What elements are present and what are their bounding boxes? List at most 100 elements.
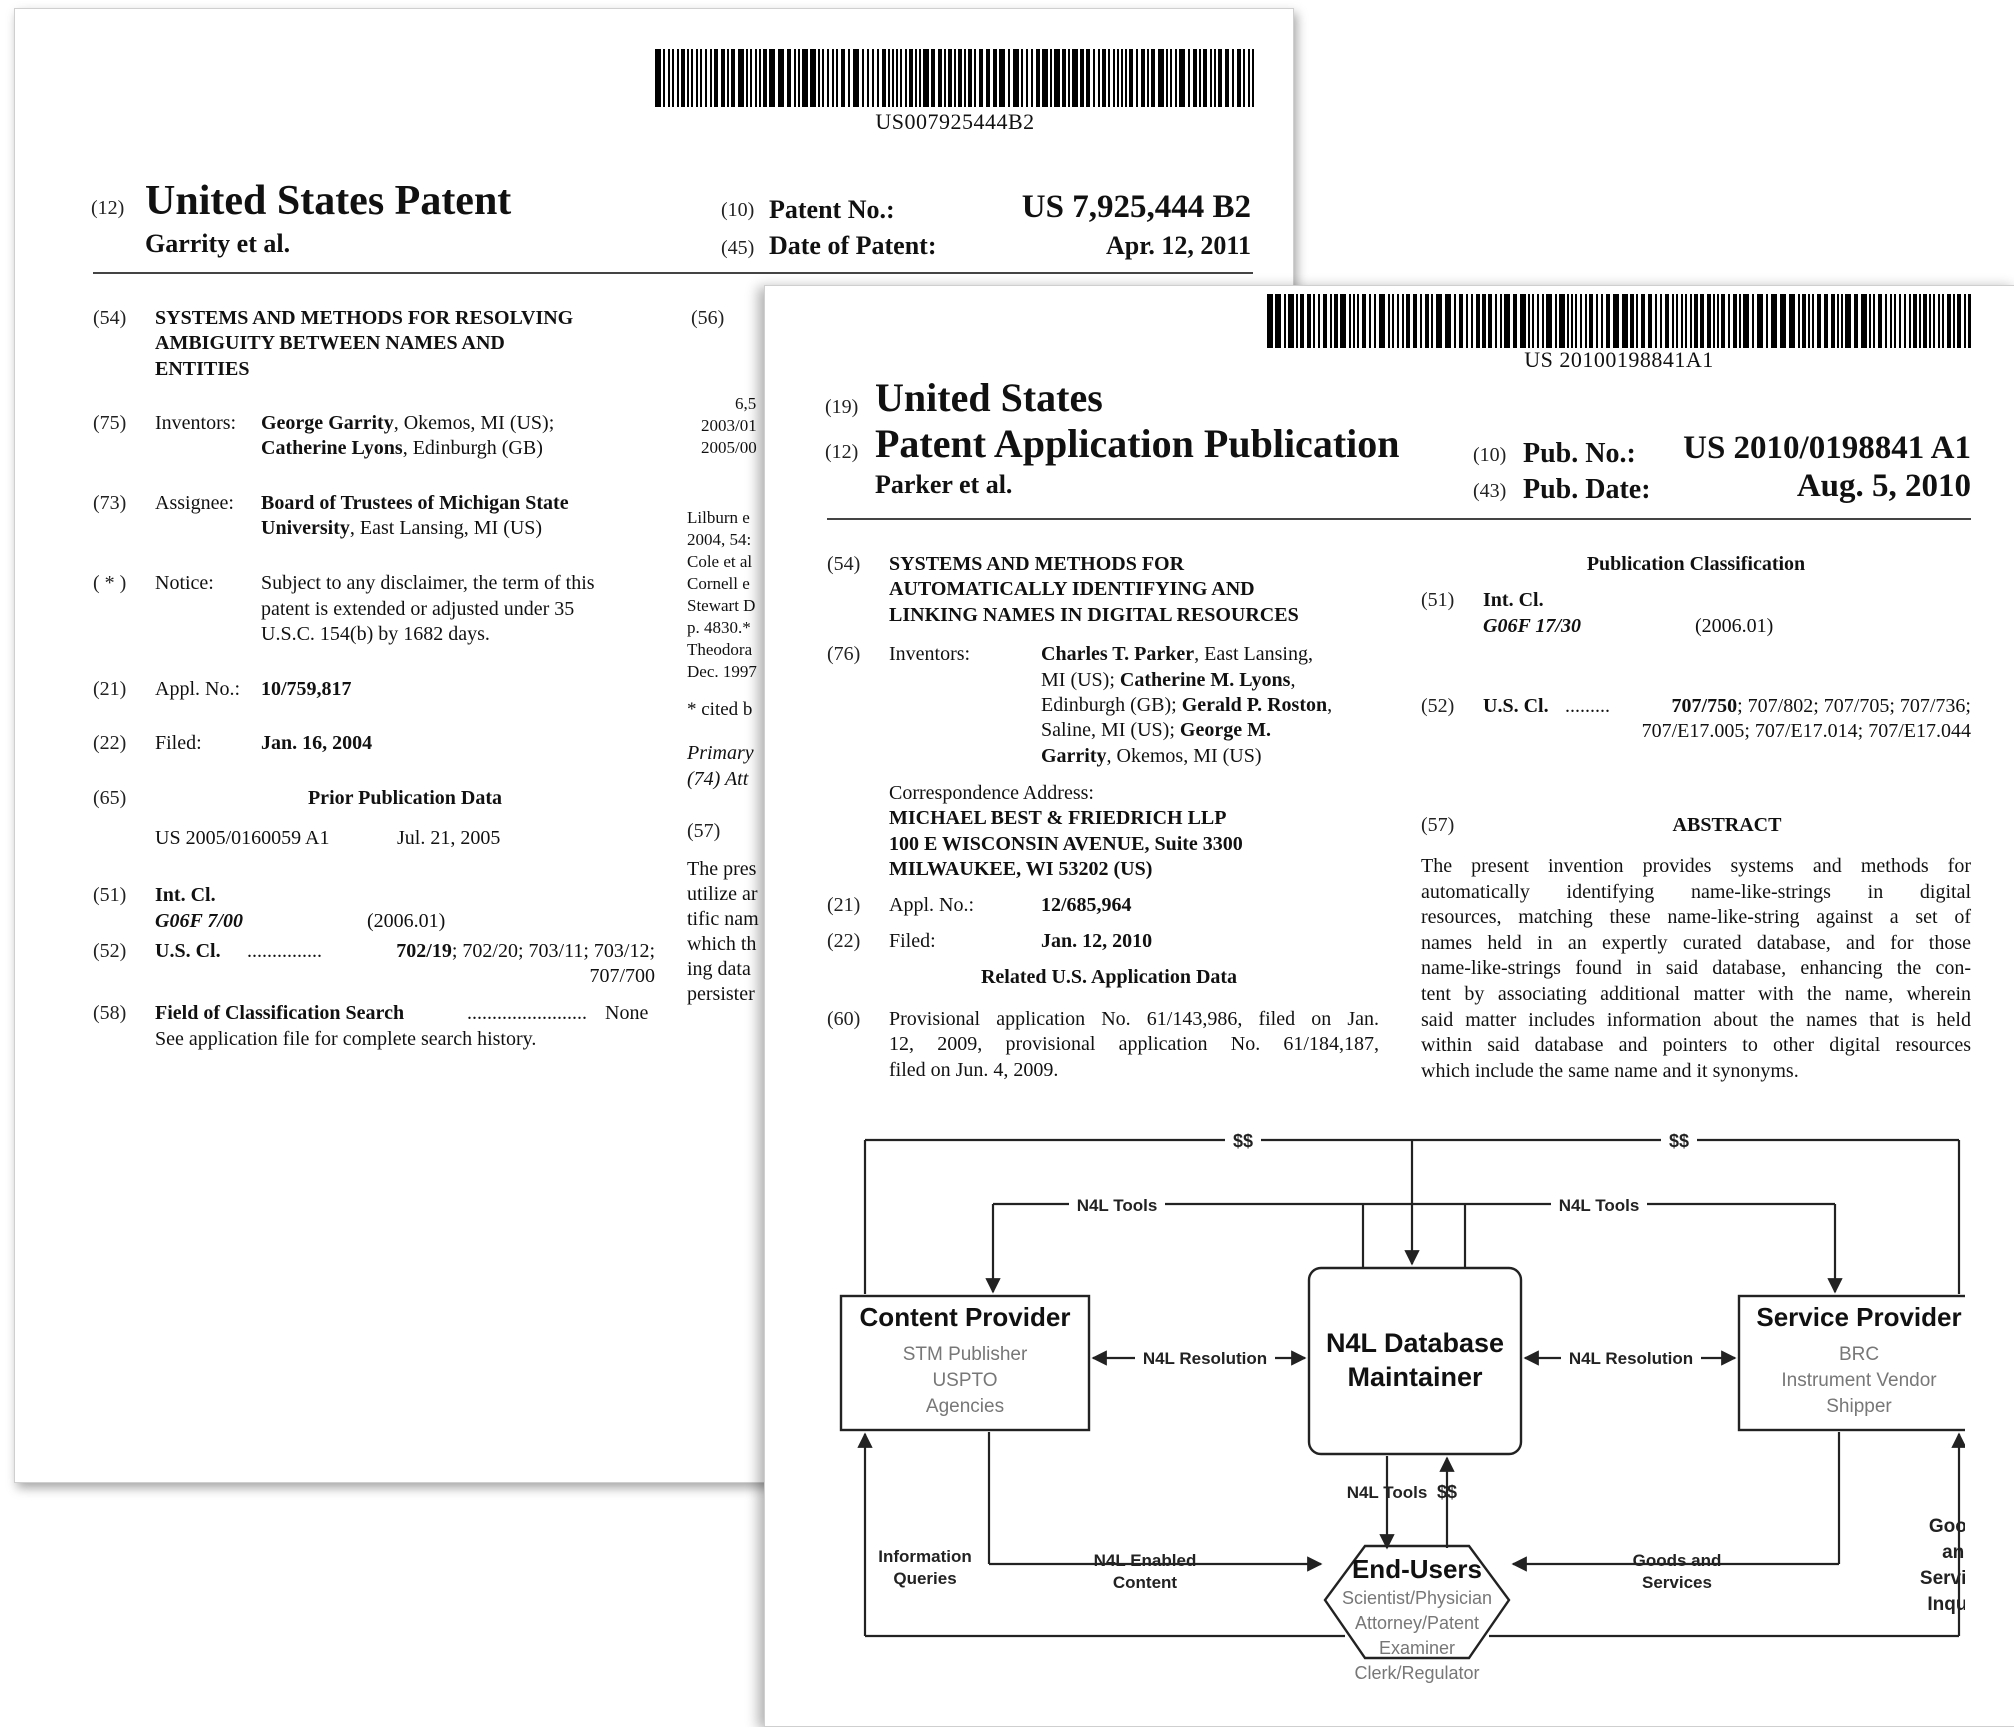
barcode-bar	[1660, 294, 1662, 348]
abstract-line: resources, matching these name-like-stri…	[1421, 906, 1971, 929]
field-of-search-value: None	[605, 1002, 649, 1024]
content-provider-item: Agencies	[926, 1396, 1004, 1417]
notice-line-1: Subject to any disclaimer, the term of t…	[261, 572, 595, 594]
us-cl-rest: ; 702/20; 703/11; 703/12;	[451, 940, 655, 962]
inventor-location: Saline, MI (US);	[1041, 719, 1180, 741]
col2-frag: The pres	[687, 858, 757, 880]
barcode-bar	[1445, 294, 1451, 348]
goods-services-label: Services	[1642, 1573, 1712, 1592]
barcode-bar	[1199, 49, 1201, 107]
barcode-bar	[1909, 294, 1911, 348]
barcode-bar	[1957, 294, 1961, 348]
barcode-bar	[1021, 49, 1023, 107]
barcode-bar	[818, 49, 820, 107]
barcode-bar	[1546, 294, 1552, 348]
barcode-bar	[1318, 294, 1320, 348]
us-cl-dots: .........	[1565, 695, 1610, 717]
inventor-line-3: Edinburgh (GB); Gerald P. Roston,	[1041, 693, 1332, 719]
us-cl-dots: ...............	[247, 940, 322, 962]
barcode-bar	[1837, 294, 1839, 348]
code-45: (45)	[721, 237, 755, 259]
barcode-bar	[1362, 294, 1366, 348]
field-56-code: (56)	[691, 307, 725, 329]
barcode-bar	[1802, 294, 1806, 348]
barcode-bar	[1707, 294, 1711, 348]
inventor-location: , East Lansing,	[1194, 643, 1313, 665]
inventors-label: Inventors:	[155, 412, 237, 434]
title-line-2: AUTOMATICALLY IDENTIFYING AND	[889, 578, 1255, 600]
field-54-code: (54)	[93, 307, 127, 329]
barcode-bar	[1288, 294, 1294, 348]
inventor-line-2: Catherine Lyons, Edinburgh (GB)	[261, 436, 543, 462]
provisional-line-3: filed on Jun. 4, 2009.	[889, 1059, 1059, 1081]
barcode-bar	[1125, 49, 1127, 107]
barcode-bar	[954, 49, 956, 107]
col2-frag: Cornell e	[687, 574, 750, 593]
barcode-bar	[1243, 49, 1245, 107]
col2-frag: 6,5	[735, 394, 757, 413]
barcode-bar	[896, 49, 898, 107]
int-cl-year: (2006.01)	[1695, 615, 1774, 637]
inventor-sep: ,	[1290, 669, 1296, 691]
barcode-bar	[1036, 49, 1040, 107]
service-provider-item: BRC	[1839, 1344, 1879, 1365]
barcode-bar	[1752, 294, 1754, 348]
barcode-bar	[1225, 49, 1229, 107]
barcode-bar	[1831, 294, 1835, 348]
prior-publication-date: Jul. 21, 2005	[397, 827, 501, 849]
barcode-bar	[915, 49, 917, 107]
barcode-bar	[867, 49, 869, 107]
inventor-location: , Okemos, MI (US)	[1106, 745, 1262, 767]
filed-value: Jan. 12, 2010	[1041, 930, 1153, 952]
pub-date: Aug. 5, 2010	[1796, 468, 1971, 504]
field-22-code: (22)	[827, 930, 861, 952]
appl-no-value: 12/685,964	[1041, 894, 1132, 916]
barcode-bar	[705, 49, 707, 107]
system-diagram: $$ $$ N4L Tools N4L Tools N4L Resolution…	[839, 1130, 1965, 1683]
barcode-bar	[1392, 294, 1394, 348]
barcode-bar	[1050, 49, 1052, 107]
barcode-bar	[1151, 49, 1155, 107]
resolution-left: N4L Resolution	[1143, 1349, 1267, 1368]
money-up-label: $$	[1437, 1482, 1457, 1502]
barcode-bar	[1369, 294, 1371, 348]
barcode-bar	[1413, 294, 1417, 348]
barcode-bar	[888, 49, 890, 107]
col2-frag: 2003/01	[701, 416, 757, 435]
barcode-bar	[1267, 294, 1273, 348]
header-rule	[93, 272, 1253, 274]
barcode-bar	[1425, 294, 1429, 348]
barcode-bar	[1141, 49, 1145, 107]
col2-frag: Dec. 1997	[687, 662, 757, 681]
document-type: Patent Application Publication	[875, 421, 1400, 466]
barcode-bar	[1357, 294, 1359, 348]
abstract-line: said matter includes information about t…	[1421, 1008, 1971, 1031]
barcode-bar	[1694, 294, 1698, 348]
int-cl-label: Int. Cl.	[155, 884, 216, 906]
field-57-code: (57)	[1421, 814, 1455, 836]
barcode-bar	[1869, 294, 1871, 348]
barcode-bar	[1685, 294, 1687, 348]
appl-no-label: Appl. No.:	[155, 678, 240, 700]
barcode-bar	[1878, 294, 1882, 348]
goods-inquiry-label: Goods	[1929, 1516, 1965, 1537]
barcode-bar	[1947, 294, 1951, 348]
inventor-location: Edinburgh (GB);	[1041, 694, 1182, 716]
barcode-bar	[1641, 294, 1645, 348]
barcode-bar	[919, 49, 921, 107]
barcode-bar	[1349, 294, 1351, 348]
barcode-bar	[1938, 294, 1940, 348]
barcode-bar	[1093, 49, 1095, 107]
assignee-label: Assignee:	[155, 492, 234, 514]
barcode-bar	[763, 49, 767, 107]
end-users-title: End-Users	[1352, 1554, 1482, 1584]
provisional-line-1: Provisional application No. 61/143,986, …	[889, 1008, 1379, 1030]
barcode-bar	[1555, 294, 1557, 348]
end-users-item: Examiner	[1379, 1638, 1455, 1658]
barcode-number: US007925444B2	[875, 109, 1035, 134]
barcode-bar	[1307, 294, 1311, 348]
barcode-bar	[1919, 294, 1921, 348]
prior-publication-number: US 2005/0160059 A1	[155, 827, 330, 849]
field-73-code: (73)	[93, 492, 127, 514]
barcode-bar	[1636, 294, 1638, 348]
